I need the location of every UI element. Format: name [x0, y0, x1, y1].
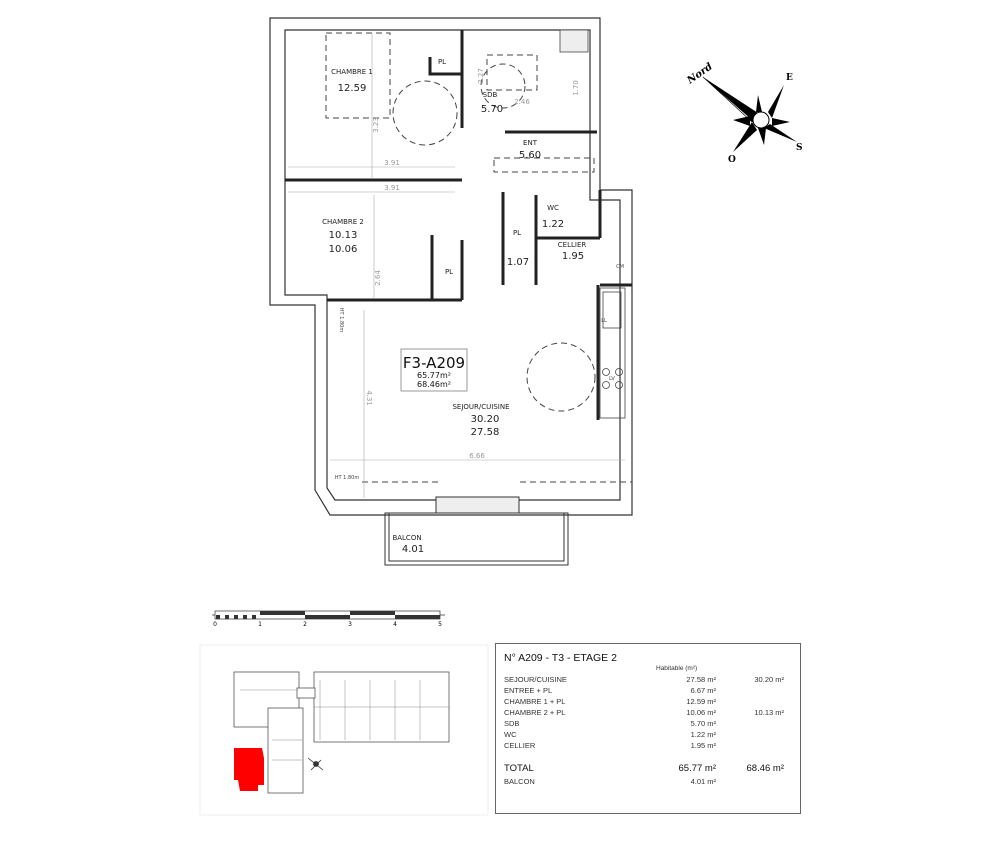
svg-text:PL: PL: [438, 58, 446, 66]
svg-text:4.01: 4.01: [402, 544, 424, 555]
svg-text:68.46m²: 68.46m²: [417, 380, 451, 389]
row-label: SEJOUR/CUISINE: [504, 675, 567, 684]
svg-text:5.70: 5.70: [481, 104, 503, 115]
svg-text:LL: LL: [601, 318, 607, 324]
svg-text:2.64: 2.64: [374, 270, 382, 286]
svg-text:1: 1: [258, 621, 262, 628]
svg-text:6.66: 6.66: [469, 452, 485, 460]
svg-text:4: 4: [393, 621, 397, 628]
row-label: WC: [504, 730, 517, 739]
svg-text:PL: PL: [445, 268, 453, 276]
row-label: CELLIER: [504, 741, 536, 750]
svg-text:WC: WC: [547, 204, 559, 212]
total-label: TOTAL: [504, 763, 534, 774]
svg-text:3.91: 3.91: [384, 184, 400, 192]
svg-text:1.95: 1.95: [562, 251, 584, 262]
svg-text:0: 0: [213, 621, 217, 628]
row-habitable: 5.70 m²: [690, 719, 716, 728]
table-row: SEJOUR/CUISINE 27.58 m² 30.20 m²: [504, 675, 794, 686]
row-other: 10.13 m²: [754, 708, 784, 717]
row-label: CHAMBRE 1 + PL: [504, 697, 566, 706]
interior-walls: [285, 30, 632, 420]
row-habitable: 6.67 m²: [690, 686, 716, 695]
row-label: CHAMBRE 2 + PL: [504, 708, 566, 717]
table-row: SDB 5.70 m²: [504, 719, 794, 730]
svg-text:CM: CM: [616, 264, 624, 270]
svg-text:1.70: 1.70: [572, 80, 580, 96]
table-row: ENTREE + PL 6.67 m²: [504, 686, 794, 697]
row-habitable: 1.95 m²: [690, 741, 716, 750]
svg-text:2: 2: [303, 621, 307, 628]
svg-text:HT 1.80m: HT 1.80m: [335, 475, 360, 481]
svg-text:CHAMBRE 2: CHAMBRE 2: [322, 218, 364, 226]
svg-text:10.06: 10.06: [329, 244, 358, 255]
summary-title: N° A209 - T3 - ETAGE 2: [504, 652, 617, 664]
svg-text:O: O: [728, 155, 736, 165]
svg-text:1.22: 1.22: [542, 219, 564, 230]
column-header-habitable: Habitable (m²): [656, 665, 698, 672]
row-label: ENTREE + PL: [504, 686, 553, 695]
svg-text:12.59: 12.59: [338, 83, 367, 94]
table-row: CHAMBRE 1 + PL 12.59 m²: [504, 697, 794, 708]
svg-text:1.07: 1.07: [507, 257, 529, 268]
apartment-code-box: F3-A209 65.77m² 68.46m²: [400, 348, 468, 392]
table-row: CHAMBRE 2 + PL 10.06 m² 10.13 m²: [504, 708, 794, 719]
table-row: WC 1.22 m²: [504, 730, 794, 741]
svg-text:PL: PL: [513, 229, 521, 237]
svg-text:E: E: [786, 73, 793, 83]
svg-text:3.23: 3.23: [372, 117, 380, 133]
total-habitable: 65.77 m²: [678, 763, 717, 774]
row-habitable: 12.59 m²: [686, 697, 716, 706]
dashed-furniture: [325, 32, 632, 483]
svg-text:27.58: 27.58: [471, 427, 500, 438]
svg-text:CELLIER: CELLIER: [558, 241, 587, 249]
balcony-label: BALCON: [504, 777, 535, 786]
svg-text:SDB: SDB: [483, 91, 498, 99]
total-other: 68.46 m²: [746, 763, 785, 774]
svg-text:BALCON: BALCON: [392, 534, 421, 542]
svg-text:2.27: 2.27: [477, 68, 485, 84]
balcony-area: 4.01 m²: [690, 777, 716, 786]
svg-text:HT 1.80m: HT 1.80m: [338, 308, 344, 333]
room-labels: CHAMBRE 1 12.59 PL SDB 5.70 ENT 5.60 CHA…: [322, 58, 586, 555]
svg-text:10.13: 10.13: [329, 230, 358, 241]
svg-text:2.46: 2.46: [514, 98, 530, 106]
table-row: CELLIER 1.95 m²: [504, 741, 794, 752]
svg-text:65.77m²: 65.77m²: [417, 371, 451, 380]
svg-text:F3-A209: F3-A209: [403, 354, 465, 372]
svg-text:S: S: [796, 143, 803, 153]
svg-text:SEJOUR/CUISINE: SEJOUR/CUISINE: [452, 403, 509, 411]
table-row-total: TOTAL 65.77 m² 68.46 m²: [504, 763, 794, 774]
dimension-labels: 3.91 3.91 3.23 2.64 4.31 6.66 2.27 2.46 …: [335, 68, 624, 481]
row-label: SDB: [504, 719, 520, 728]
area-summary-table: N° A209 - T3 - ETAGE 2 Habitable (m²) SE…: [495, 643, 801, 814]
svg-text:4.31: 4.31: [365, 390, 373, 406]
svg-text:CHAMBRE 1: CHAMBRE 1: [331, 68, 373, 76]
svg-text:5: 5: [438, 621, 442, 628]
svg-text:5.60: 5.60: [519, 150, 541, 161]
row-other: 30.20 m²: [754, 675, 784, 684]
svg-text:ENT: ENT: [523, 139, 538, 147]
svg-text:30.20: 30.20: [471, 414, 500, 425]
svg-text:3: 3: [348, 621, 352, 628]
apartment-location-highlight: [234, 748, 264, 791]
compass-rose: Nord E S O: [685, 61, 803, 165]
table-row-balcony: BALCON 4.01 m²: [504, 777, 794, 788]
scale-bar: 0 1 2 3 4 5: [212, 610, 445, 628]
svg-text:3.91: 3.91: [384, 159, 400, 167]
row-habitable: 10.06 m²: [686, 708, 716, 717]
row-habitable: 1.22 m²: [690, 730, 716, 739]
site-plan-inset: [199, 644, 489, 816]
dimension-lines: [288, 33, 625, 498]
balcony: [384, 496, 569, 566]
row-habitable: 27.58 m²: [686, 675, 716, 684]
svg-text:LV: LV: [609, 376, 615, 382]
kitchen-appliances: [559, 29, 626, 419]
